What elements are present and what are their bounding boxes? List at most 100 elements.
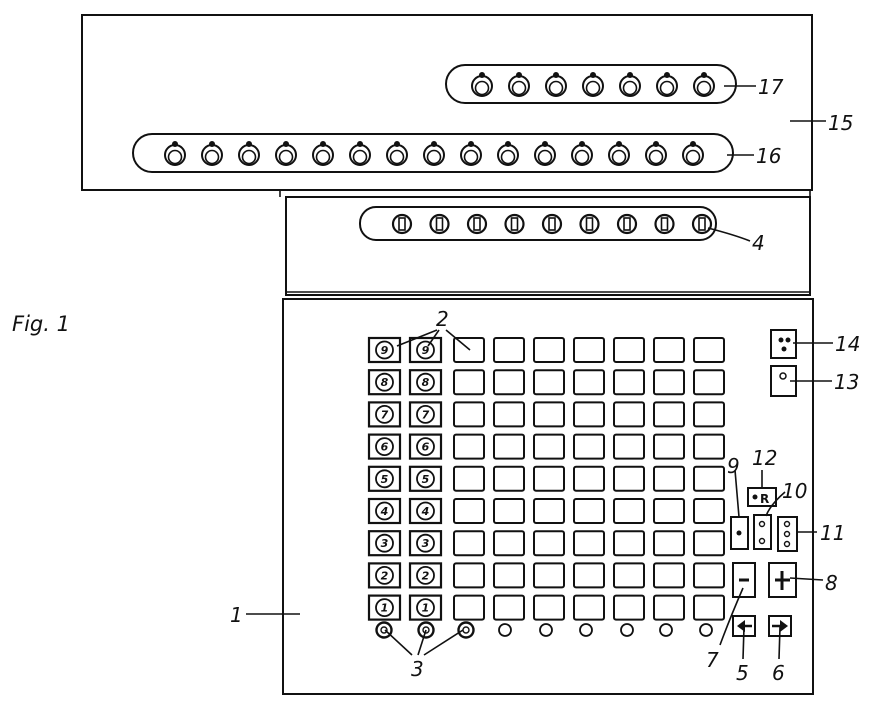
digit-key[interactable]: 1: [367, 594, 402, 621]
blank-key[interactable]: [693, 594, 725, 621]
register-16-dial[interactable]: [460, 141, 482, 166]
digit-key[interactable]: 8: [408, 369, 443, 396]
digit-key[interactable]: 5: [367, 465, 402, 492]
register-16-dial[interactable]: [238, 141, 260, 166]
blank-key[interactable]: [693, 465, 725, 492]
plus-key[interactable]: [768, 562, 797, 598]
register-16-dial[interactable]: [386, 141, 408, 166]
blank-key[interactable]: [613, 433, 645, 460]
blank-key[interactable]: [573, 562, 605, 589]
minus-key[interactable]: [732, 562, 756, 598]
register-16-dial[interactable]: [682, 141, 704, 166]
blank-key[interactable]: [533, 498, 565, 524]
blank-key[interactable]: [493, 433, 525, 460]
digit-key[interactable]: 4: [408, 497, 443, 525]
blank-key[interactable]: [573, 530, 605, 557]
blank-key[interactable]: [493, 530, 525, 557]
blank-key[interactable]: [573, 369, 605, 396]
digit-key[interactable]: 2: [408, 562, 443, 589]
blank-key[interactable]: [573, 498, 605, 524]
key-12[interactable]: R: [747, 487, 777, 507]
blank-key[interactable]: [653, 337, 685, 363]
clear-button[interactable]: [498, 623, 512, 637]
register-17-dial[interactable]: [619, 72, 641, 97]
digit-key[interactable]: 6: [367, 433, 402, 460]
digit-key[interactable]: 5: [408, 465, 443, 492]
blank-key[interactable]: [453, 401, 485, 428]
register-17-dial[interactable]: [693, 72, 715, 97]
register-16-dial[interactable]: [497, 141, 519, 166]
clear-button[interactable]: [579, 623, 593, 637]
blank-key[interactable]: [613, 594, 645, 621]
register-16-dial[interactable]: [571, 141, 593, 166]
blank-key[interactable]: [653, 530, 685, 557]
register-17-dial[interactable]: [656, 72, 678, 97]
blank-key[interactable]: [693, 530, 725, 557]
blank-key[interactable]: [493, 369, 525, 396]
clear-button[interactable]: [375, 621, 393, 639]
blank-key[interactable]: [453, 465, 485, 492]
blank-key[interactable]: [693, 498, 725, 524]
blank-key[interactable]: [653, 433, 685, 460]
register-17-dial[interactable]: [582, 72, 604, 97]
blank-key[interactable]: [693, 369, 725, 396]
blank-key[interactable]: [453, 498, 485, 524]
digit-key[interactable]: 8: [367, 369, 402, 396]
blank-key[interactable]: [573, 337, 605, 363]
clear-button[interactable]: [659, 623, 673, 637]
digit-key[interactable]: 7: [408, 401, 443, 428]
blank-key[interactable]: [573, 433, 605, 460]
register-17-dial[interactable]: [471, 72, 493, 97]
blank-key[interactable]: [493, 562, 525, 589]
blank-key[interactable]: [493, 401, 525, 428]
register-16-dial[interactable]: [312, 141, 334, 166]
key-9[interactable]: [730, 516, 749, 550]
digit-key[interactable]: 3: [367, 530, 402, 557]
register-16-dial[interactable]: [423, 141, 445, 166]
blank-key[interactable]: [573, 401, 605, 428]
blank-key[interactable]: [493, 594, 525, 621]
digit-key[interactable]: 9: [367, 336, 402, 364]
blank-key[interactable]: [493, 337, 525, 363]
digit-key[interactable]: 7: [367, 401, 402, 428]
blank-key[interactable]: [573, 465, 605, 492]
blank-key[interactable]: [453, 530, 485, 557]
digit-key[interactable]: 6: [408, 433, 443, 460]
blank-key[interactable]: [533, 337, 565, 363]
key-10[interactable]: [753, 514, 772, 550]
blank-key[interactable]: [653, 465, 685, 492]
blank-key[interactable]: [653, 401, 685, 428]
register-17-dial[interactable]: [508, 72, 530, 97]
key-14[interactable]: [770, 329, 797, 359]
blank-key[interactable]: [613, 465, 645, 492]
blank-key[interactable]: [493, 498, 525, 524]
blank-key[interactable]: [653, 498, 685, 524]
blank-key[interactable]: [613, 401, 645, 428]
blank-key[interactable]: [453, 433, 485, 460]
blank-key[interactable]: [453, 369, 485, 396]
blank-key[interactable]: [653, 369, 685, 396]
blank-key[interactable]: [533, 465, 565, 492]
blank-key[interactable]: [533, 530, 565, 557]
register-16-dial[interactable]: [534, 141, 556, 166]
key-11[interactable]: [777, 516, 798, 552]
blank-key[interactable]: [693, 401, 725, 428]
clear-button[interactable]: [457, 621, 475, 639]
blank-key[interactable]: [533, 433, 565, 460]
blank-key[interactable]: [613, 369, 645, 396]
clear-button[interactable]: [539, 623, 553, 637]
register-16-dial[interactable]: [275, 141, 297, 166]
blank-key[interactable]: [533, 594, 565, 621]
blank-key[interactable]: [613, 562, 645, 589]
digit-key[interactable]: 3: [408, 530, 443, 557]
blank-key[interactable]: [693, 562, 725, 589]
blank-key[interactable]: [653, 562, 685, 589]
digit-key[interactable]: 4: [367, 497, 402, 525]
blank-key[interactable]: [453, 562, 485, 589]
clear-button[interactable]: [699, 623, 713, 637]
register-16-dial[interactable]: [608, 141, 630, 166]
register-16-dial[interactable]: [164, 141, 186, 166]
blank-key[interactable]: [453, 594, 485, 621]
blank-key[interactable]: [613, 337, 645, 363]
blank-key[interactable]: [693, 337, 725, 363]
